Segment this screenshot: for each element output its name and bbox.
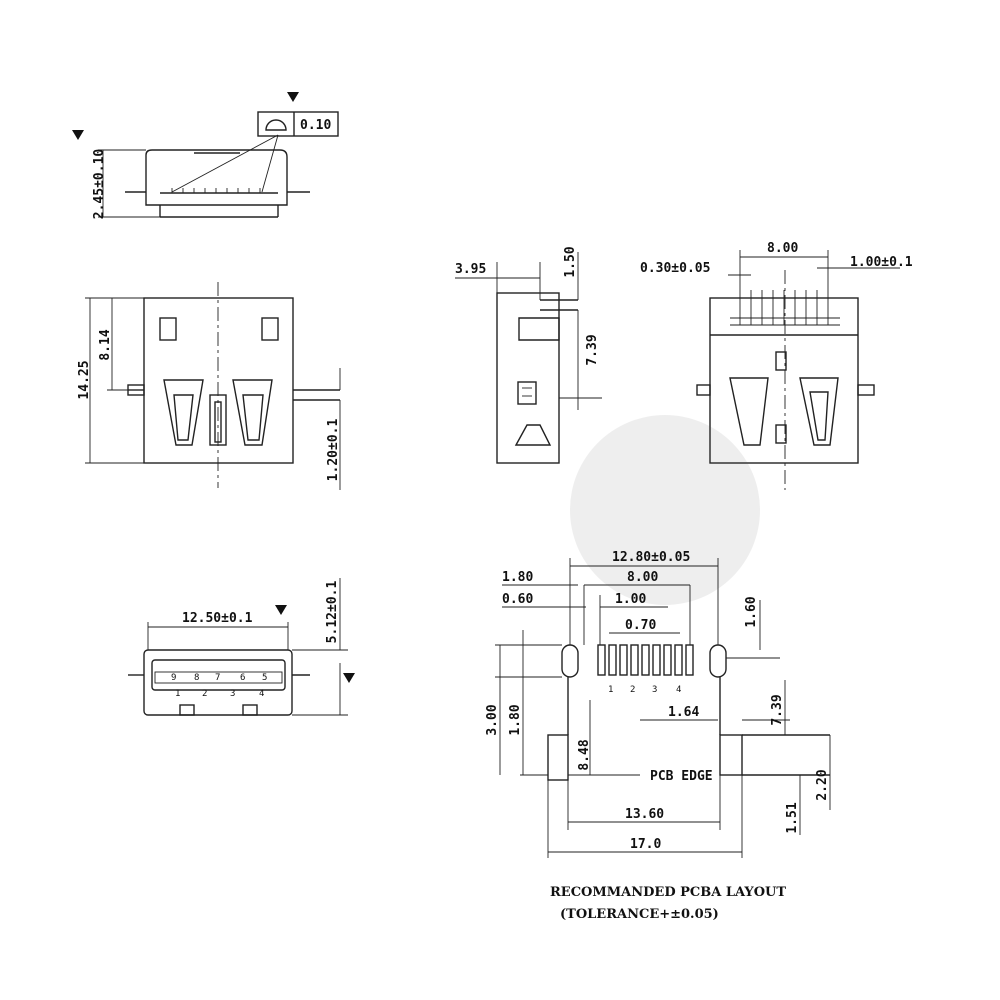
front-pin-offset-label: 1.20±0.1 (326, 419, 341, 482)
pcb-160-label: 1.60 (744, 596, 759, 627)
profile-top-label: 1.50 (563, 246, 578, 277)
plug-height-label: 5.12±0.1 (325, 581, 340, 644)
pcb-800-label: 8.00 (627, 570, 658, 585)
plug-pin-2: 2 (202, 689, 207, 699)
plug-pin-9: 9 (171, 673, 176, 683)
plug-pin-6: 6 (240, 673, 245, 683)
front-total-label: 14.25 (77, 360, 92, 399)
pcb-100-label: 1.00 (615, 592, 646, 607)
pcb-151-label: 1.51 (785, 802, 800, 833)
pcb-180-label: 1.80 (502, 570, 533, 585)
pcb-edge-label: PCB EDGE (650, 769, 713, 784)
pcb-pin-1: 1 (608, 685, 613, 695)
plug-pin-4: 4 (259, 689, 264, 699)
back-pin-width-label: 0.30±0.05 (640, 261, 710, 276)
datum-triangle-icon (343, 673, 355, 683)
caption-title: RECOMMANDED PCBA LAYOUT (550, 885, 786, 900)
pcb-pin-4: 4 (676, 685, 681, 695)
profile-height-label: 7.39 (585, 334, 600, 365)
pcb-164-label: 1.64 (668, 705, 699, 720)
plug-pin-8: 8 (194, 673, 199, 683)
pcb-layout: PCB EDGE 1 2 3 4 12.80±0.05 1.80 8.00 0.… (485, 550, 831, 858)
datum-triangle-icon (287, 92, 299, 102)
profile-width-label: 3.95 (455, 262, 486, 277)
back-pitch-label: 1.00±0.1 (850, 255, 913, 270)
front-inner-label: 8.14 (98, 329, 113, 360)
pcb-1360-label: 13.60 (625, 807, 664, 822)
back-span-label: 8.00 (767, 241, 798, 256)
side-height-label: 2.45±0.10 (92, 149, 107, 220)
caption-tolerance: (TOLERANCE+±0.05) (560, 907, 719, 922)
pcb-pin-3: 3 (652, 685, 657, 695)
plug-pin-5: 5 (262, 673, 267, 683)
pcb-170-label: 17.0 (630, 837, 661, 852)
side-view: 0.10 2.45±0.10 (72, 92, 339, 220)
plug-width-label: 12.50±0.1 (182, 611, 253, 626)
pcb-pin-2: 2 (630, 685, 635, 695)
pcb-060-label: 0.60 (502, 592, 533, 607)
plug-pin-1: 1 (175, 689, 180, 699)
pcb-070-label: 0.70 (625, 618, 656, 633)
watermark-seal (570, 415, 760, 605)
profile-view: 3.95 1.50 7.39 (455, 246, 602, 464)
pcb-848-label: 8.48 (577, 739, 592, 770)
datum-triangle-icon (275, 605, 287, 615)
plug-view: 9 8 7 6 5 1 2 3 4 12.50±0.1 5.12±0.1 (128, 578, 355, 716)
pcb-739-label: 7.39 (770, 694, 785, 725)
pcb-overall-label: 12.80±0.05 (612, 550, 690, 565)
flatness-symbol (265, 119, 287, 131)
front-view: 14.25 8.14 1.20±0.1 (77, 282, 341, 490)
plug-pin-7: 7 (215, 673, 220, 683)
pcb-300-label: 3.00 (485, 704, 500, 735)
flatness-value: 0.10 (300, 118, 331, 133)
pcb-220-label: 2.20 (815, 769, 830, 800)
datum-triangle-icon (72, 130, 84, 140)
plug-pin-3: 3 (230, 689, 235, 699)
pcb-180v-label: 1.80 (508, 704, 523, 735)
back-view: 8.00 0.30±0.05 1.00±0.1 (640, 241, 913, 490)
